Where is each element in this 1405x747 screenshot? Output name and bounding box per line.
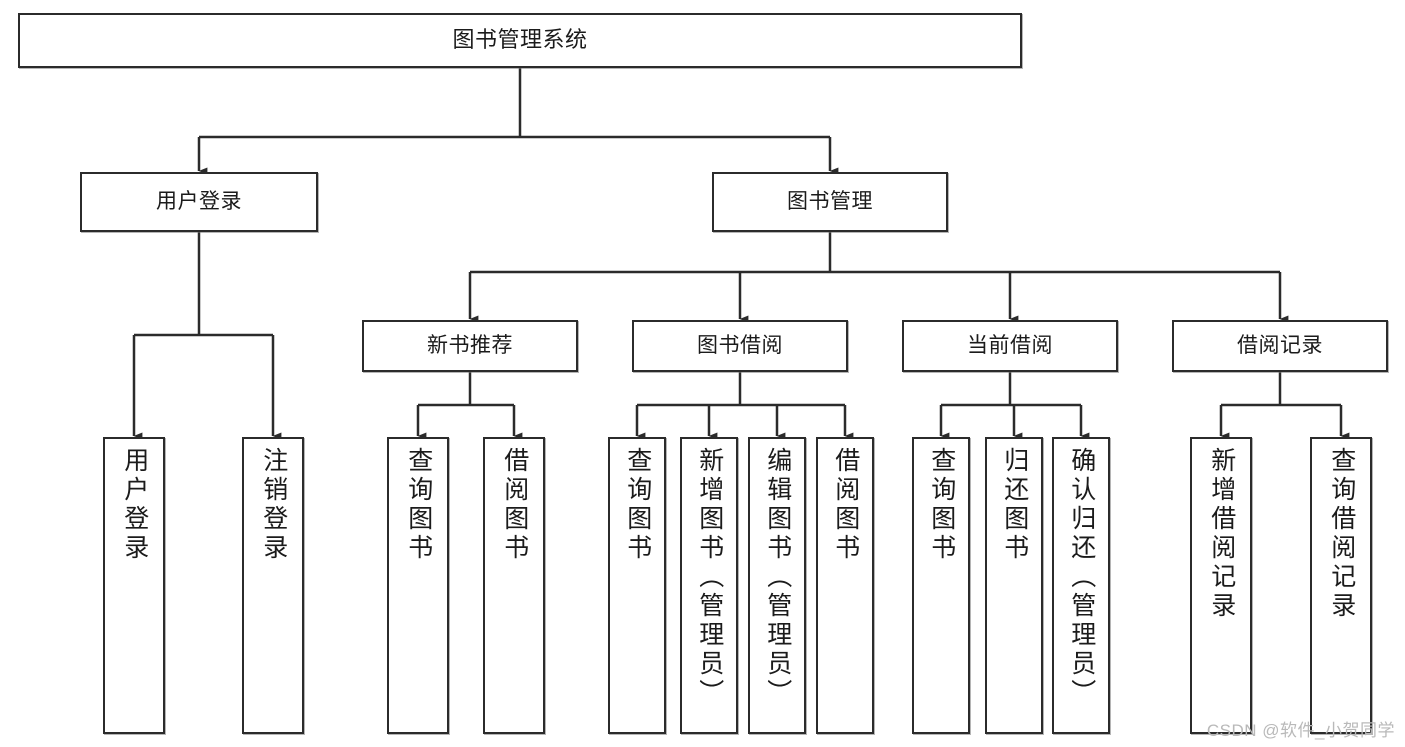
node-records[interactable]: 借阅记录 (1172, 320, 1388, 372)
node-leaf-bor-3[interactable]: 编辑图书（管理员） (748, 437, 806, 734)
node-bookmgmt[interactable]: 图书管理 (712, 172, 948, 232)
node-root[interactable]: 图书管理系统 (18, 13, 1022, 68)
node-leaf-cur-3[interactable]: 确认归还（管理员） (1052, 437, 1110, 734)
node-label: 新书推荐 (427, 334, 513, 358)
node-label: 图书借阅 (697, 334, 783, 358)
node-label: 查询借阅记录 (1327, 447, 1356, 621)
node-label: 图书管理 (787, 190, 873, 214)
node-label: 用户登录 (120, 447, 149, 563)
node-leaf-login-2[interactable]: 注销登录 (242, 437, 304, 734)
node-leaf-bor-4[interactable]: 借阅图书 (816, 437, 874, 734)
node-leaf-new-2[interactable]: 借阅图书 (483, 437, 545, 734)
node-label: 借阅图书 (831, 447, 860, 563)
node-label: 归还图书 (1000, 447, 1029, 563)
node-label: 用户登录 (156, 190, 242, 214)
node-label: 当前借阅 (967, 334, 1053, 358)
node-label: 查询图书 (623, 447, 652, 563)
node-leaf-cur-1[interactable]: 查询图书 (912, 437, 970, 734)
node-login[interactable]: 用户登录 (80, 172, 318, 232)
node-leaf-login-1[interactable]: 用户登录 (103, 437, 165, 734)
node-label: 查询图书 (927, 447, 956, 563)
node-leaf-new-1[interactable]: 查询图书 (387, 437, 449, 734)
node-borrow[interactable]: 图书借阅 (632, 320, 848, 372)
node-newbook[interactable]: 新书推荐 (362, 320, 578, 372)
node-label: 借阅记录 (1237, 334, 1323, 358)
node-leaf-bor-2[interactable]: 新增图书（管理员） (680, 437, 738, 734)
node-label: 确认归还（管理员） (1067, 447, 1096, 708)
node-leaf-bor-1[interactable]: 查询图书 (608, 437, 666, 734)
node-current[interactable]: 当前借阅 (902, 320, 1118, 372)
node-leaf-cur-2[interactable]: 归还图书 (985, 437, 1043, 734)
node-label: 新增图书（管理员） (695, 447, 724, 708)
node-label: 查询图书 (404, 447, 433, 563)
node-label: 借阅图书 (500, 447, 529, 563)
edge-group (132, 68, 1350, 440)
node-label: 图书管理系统 (452, 27, 588, 53)
node-leaf-rec-1[interactable]: 新增借阅记录 (1190, 437, 1252, 734)
node-leaf-rec-2[interactable]: 查询借阅记录 (1310, 437, 1372, 734)
node-label: 新增借阅记录 (1207, 447, 1236, 621)
node-label: 注销登录 (259, 447, 288, 563)
node-label: 编辑图书（管理员） (763, 447, 792, 708)
